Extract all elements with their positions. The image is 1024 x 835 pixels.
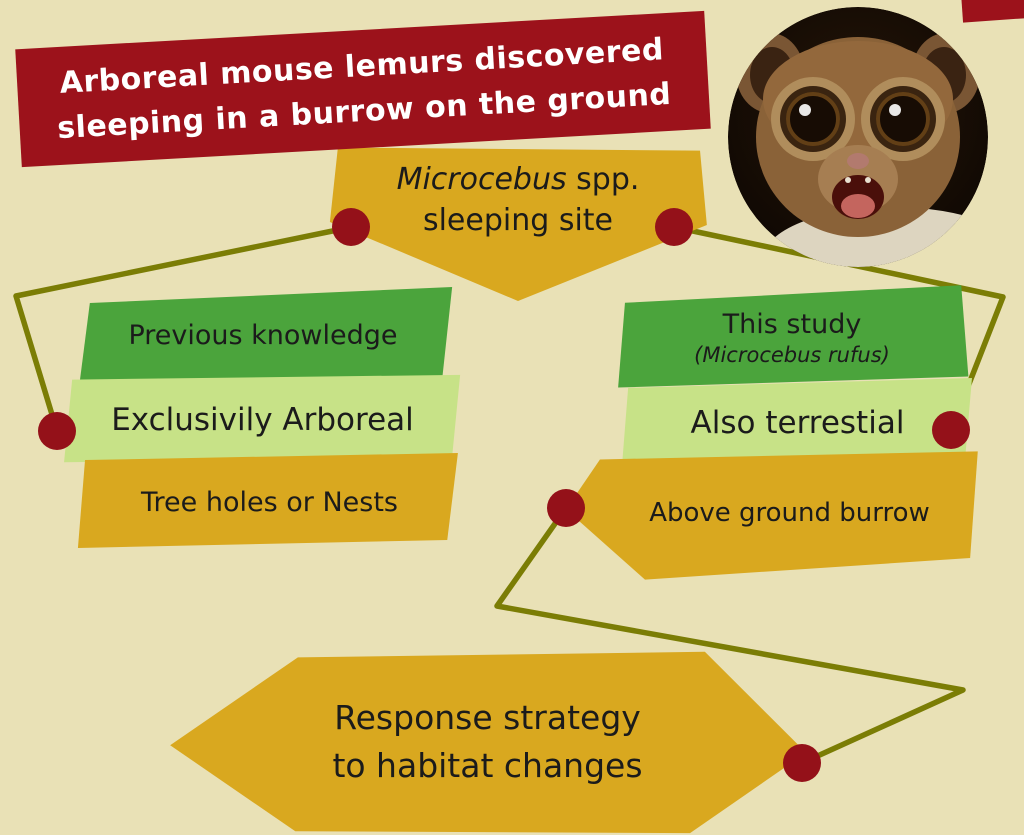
right-branch-header: This study (Microcebus rufus) bbox=[618, 285, 969, 388]
right-branch-finding: Also terrestial bbox=[622, 378, 972, 462]
left-branch-site-label: Tree holes or Nests bbox=[141, 486, 398, 518]
left-branch-site: Tree holes or Nests bbox=[77, 453, 458, 548]
connector-dot-conclusion bbox=[783, 744, 821, 782]
root-genus: Microcebus bbox=[396, 162, 567, 197]
conclusion-connector bbox=[494, 505, 966, 766]
right-branch-header-label: This study bbox=[722, 309, 862, 340]
root-title: Microcebus spp. bbox=[397, 160, 640, 201]
right-branch-finding-label: Also terrestial bbox=[690, 405, 905, 441]
left-branch-header-label: Previous knowledge bbox=[128, 319, 398, 351]
connector-dot-left-branch bbox=[38, 412, 76, 450]
left-branch-connector bbox=[13, 224, 355, 434]
right-branch-site: Above ground burrow bbox=[565, 451, 978, 580]
connector-dot-root-left bbox=[332, 208, 370, 246]
right-branch-site-label: Above ground burrow bbox=[649, 497, 930, 528]
connector-dot-above-ground-burrow bbox=[547, 489, 585, 527]
conclusion-line-1: Response strategy bbox=[334, 697, 641, 737]
lemur-photo bbox=[728, 7, 988, 267]
root-subtitle: sleeping site bbox=[422, 202, 614, 238]
connector-dot-root-right bbox=[655, 208, 693, 246]
left-branch-finding-label: Exclusivily Arboreal bbox=[111, 401, 414, 438]
connector-dot-right-branch bbox=[932, 411, 970, 449]
right-branch-subject-label: (Microcebus rufus) bbox=[694, 342, 890, 367]
root-species-suffix: spp. bbox=[566, 162, 640, 197]
conclusion-line-2: to habitat changes bbox=[332, 745, 643, 785]
left-branch-finding: Exclusivily Arboreal bbox=[64, 374, 461, 463]
left-branch-header: Previous knowledge bbox=[79, 287, 453, 382]
lemur-illustration bbox=[728, 7, 988, 267]
conclusion-node: Response strategy to habitat changes bbox=[170, 651, 807, 834]
